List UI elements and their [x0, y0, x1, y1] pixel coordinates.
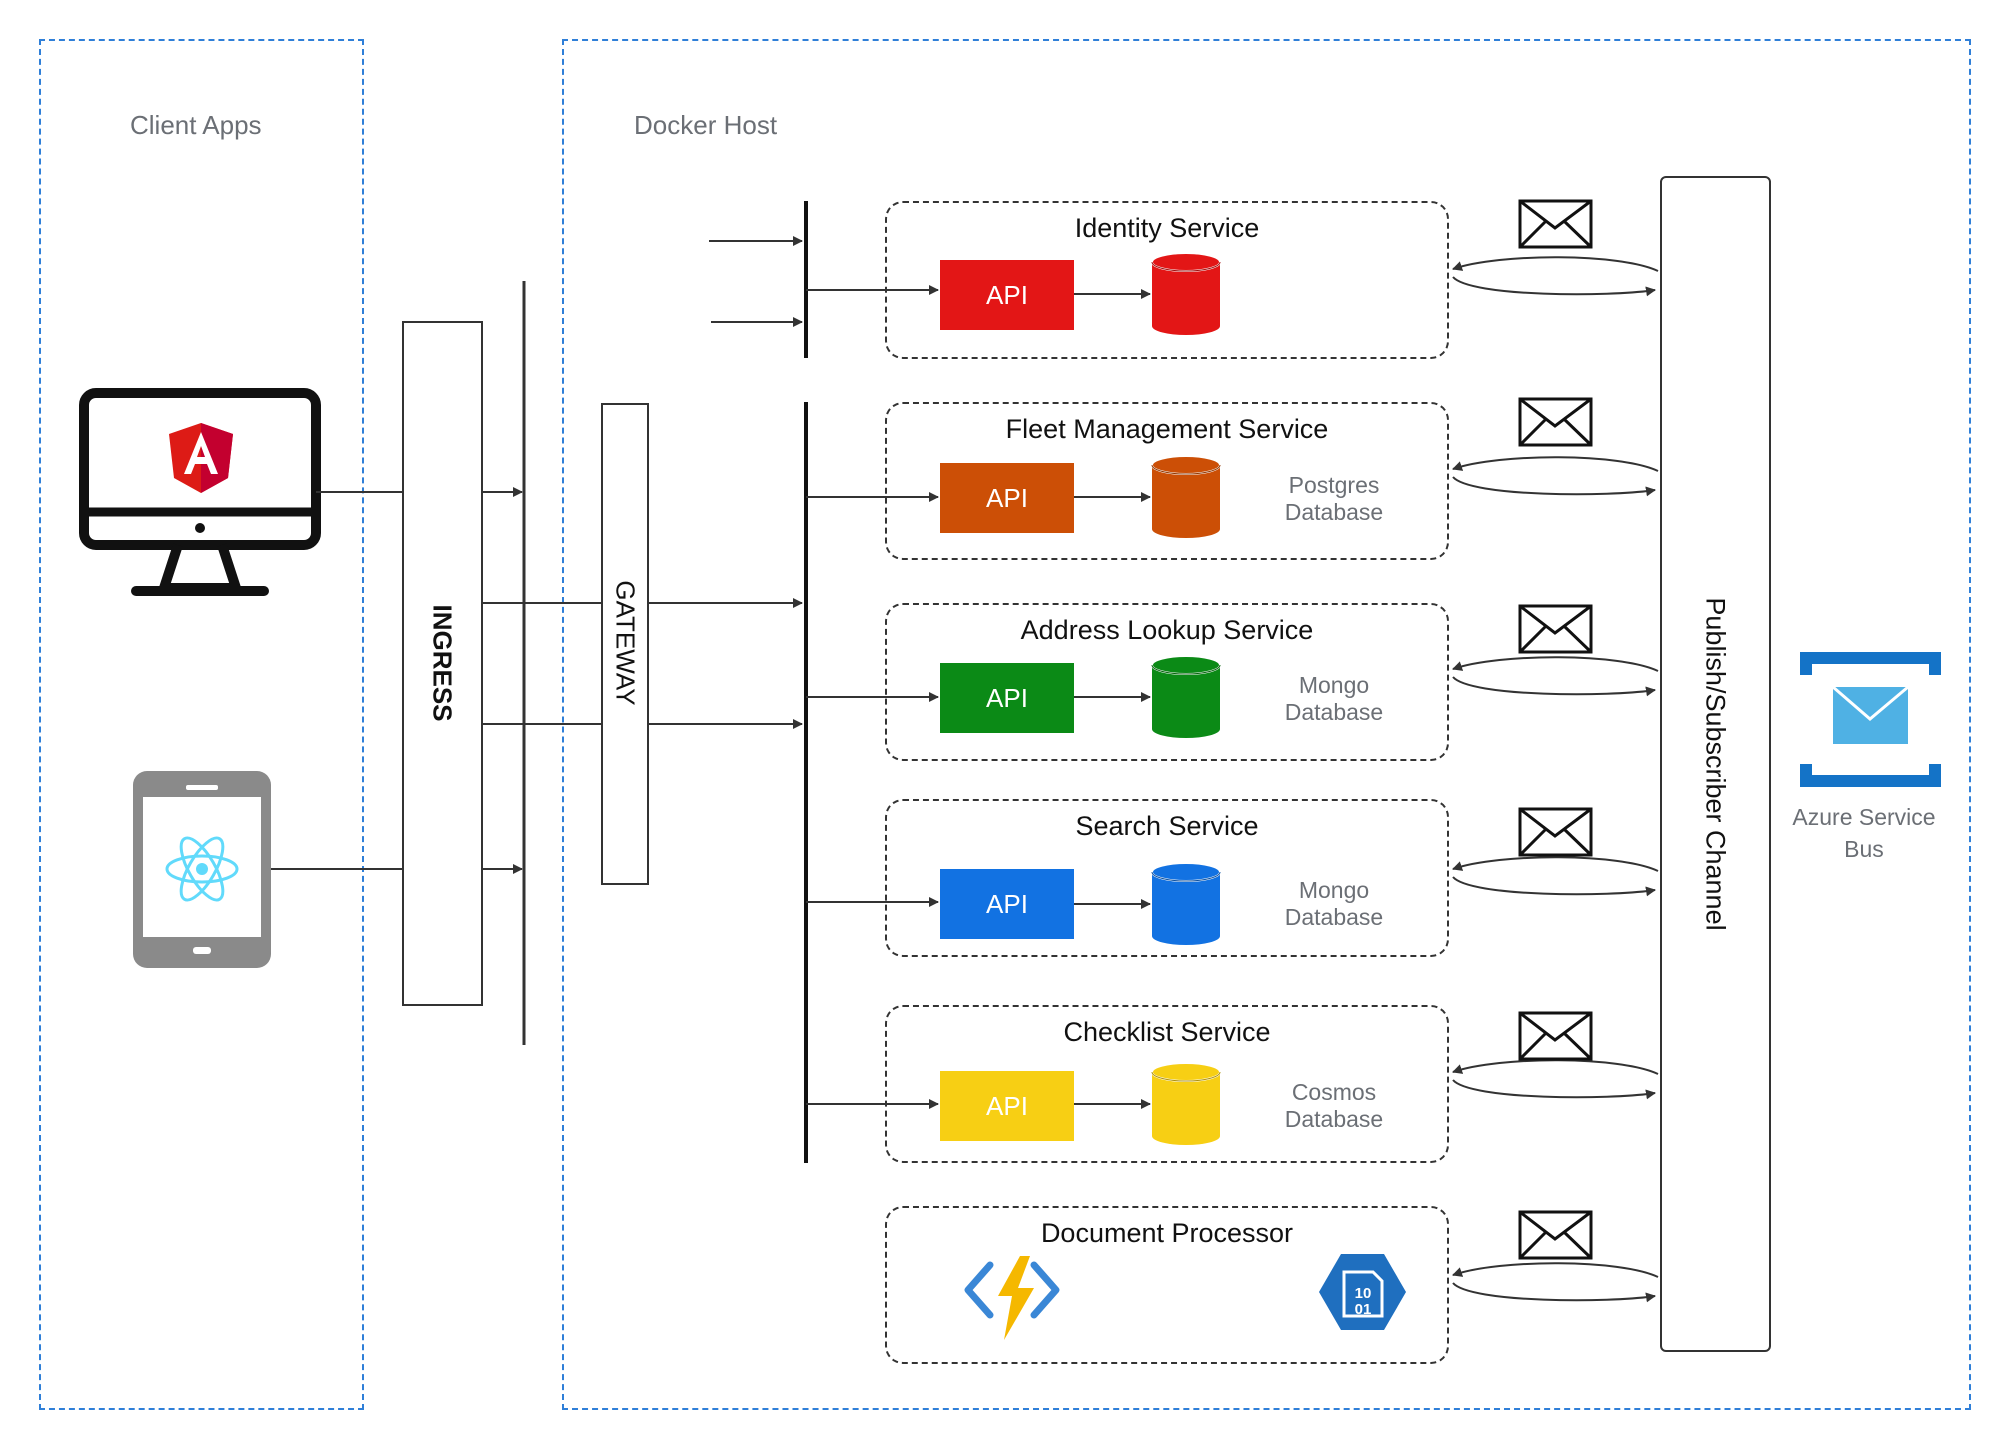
envelope-icon: [1518, 397, 1593, 447]
document-processor-title: Document Processor: [1040, 1218, 1294, 1248]
checklist-message-loop: [1452, 1059, 1659, 1100]
address-lookup-service: Address Lookup Service: [885, 603, 1449, 761]
address-api-box: API: [940, 663, 1074, 733]
checklist-service-title: Checklist Service: [1063, 1017, 1271, 1047]
angular-logo-icon: [169, 423, 233, 493]
fleet-database-icon: [1151, 455, 1221, 538]
address-message-loop: [1452, 656, 1659, 697]
search-db-label: Mongo Database: [1249, 877, 1419, 931]
svg-text:10: 10: [1355, 1285, 1372, 1302]
document-message-loop: [1452, 1262, 1659, 1303]
azure-function-icon: [964, 1256, 1060, 1340]
envelope-icon: [1518, 604, 1593, 654]
address-db-label-line1: Mongo: [1298, 672, 1370, 698]
envelope-icon: [1518, 807, 1593, 857]
address-db-label: Mongo Database: [1249, 672, 1419, 726]
address-lookup-service-title: Address Lookup Service: [1020, 615, 1314, 645]
envelope-icon: [1518, 1011, 1593, 1061]
search-service: Search Service: [885, 799, 1449, 957]
address-db-label-line2: Database: [1284, 699, 1384, 725]
pubsub-channel-box: [1660, 176, 1771, 1352]
search-db-label-line2: Database: [1284, 904, 1384, 930]
fleet-db-label-line2: Database: [1284, 499, 1384, 525]
checklist-database-icon: [1151, 1062, 1221, 1145]
search-api-box: API: [940, 869, 1074, 939]
checklist-db-label: Cosmos Database: [1249, 1079, 1419, 1133]
blob-storage-icon: 10 01: [1319, 1254, 1406, 1330]
fleet-management-service-title: Fleet Management Service: [1005, 414, 1329, 444]
fleet-db-label-line1: Postgres: [1288, 472, 1380, 498]
search-database-icon: [1151, 862, 1221, 945]
checklist-service: Checklist Service: [885, 1005, 1449, 1163]
identity-service: Identity Service: [885, 201, 1449, 359]
gateway-box: [601, 403, 649, 885]
document-processor: Document Processor: [885, 1206, 1449, 1364]
checklist-api-box: API: [940, 1071, 1074, 1141]
checklist-db-label-line1: Cosmos: [1291, 1079, 1377, 1105]
fleet-message-loop: [1452, 456, 1659, 497]
search-service-title: Search Service: [1075, 811, 1259, 841]
docker-host-title: Docker Host: [634, 110, 778, 140]
azure-service-bus-label-line2: Bus: [1844, 836, 1884, 862]
fleet-api-box: API: [940, 463, 1074, 533]
azure-service-bus-icon: [1800, 652, 1941, 787]
azure-service-bus-label-line1: Azure Service: [1792, 804, 1936, 830]
react-logo-icon: [165, 836, 239, 902]
identity-message-loop: [1452, 256, 1659, 297]
fleet-db-label: Postgres Database: [1249, 472, 1419, 526]
search-db-label-line1: Mongo: [1298, 877, 1370, 903]
envelope-icon: [1518, 199, 1593, 249]
svg-text:01: 01: [1355, 1301, 1372, 1318]
envelope-icon: [1518, 1210, 1593, 1260]
fleet-management-service: Fleet Management Service: [885, 402, 1449, 560]
checklist-db-label-line2: Database: [1284, 1106, 1384, 1132]
ingress-box: [402, 321, 483, 1006]
client-apps-region: [39, 39, 364, 1410]
identity-service-title: Identity Service: [1074, 213, 1260, 243]
identity-database-icon: [1151, 252, 1221, 335]
azure-service-bus-label: Azure Service Bus: [1779, 801, 1949, 865]
client-apps-title: Client Apps: [130, 110, 262, 140]
search-message-loop: [1452, 856, 1659, 897]
address-database-icon: [1151, 655, 1221, 738]
identity-api-box: API: [940, 260, 1074, 330]
